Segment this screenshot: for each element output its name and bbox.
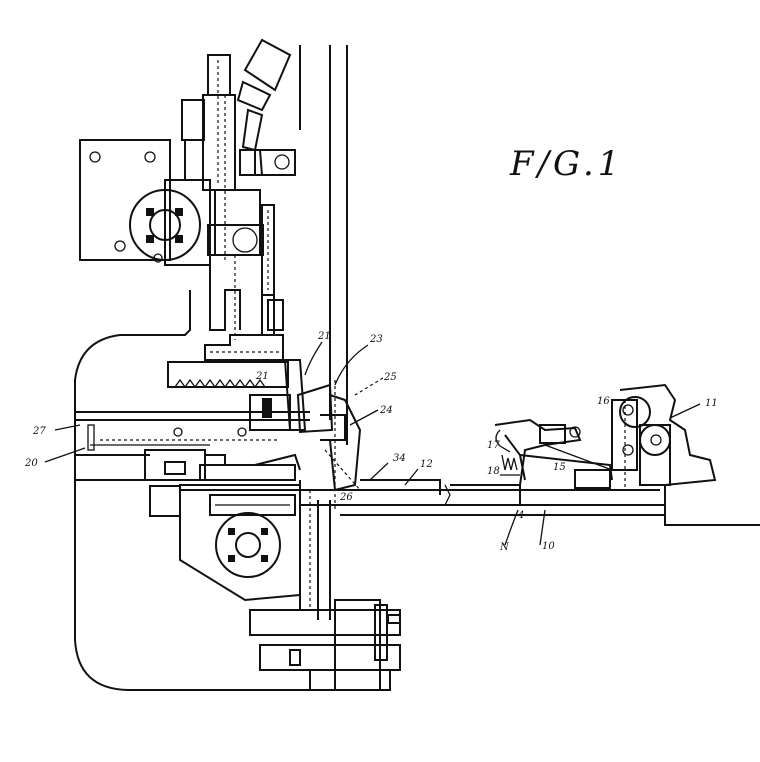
- horizontal-guide-rails: [75, 411, 310, 481]
- leader-lines: [44, 341, 701, 546]
- upper-cylinder-assembly: [181, 54, 264, 340]
- horizontal-bed: [180, 479, 665, 516]
- ref-18: 18: [487, 466, 500, 477]
- spring-element: [500, 454, 520, 476]
- figure-title: F/G.1: [509, 144, 623, 184]
- ref-17: 17: [487, 440, 500, 451]
- vertical-frame: [299, 45, 348, 445]
- ref-16: 16: [597, 396, 610, 407]
- ref-26: 26: [339, 492, 353, 503]
- angled-tool-holder: [236, 38, 296, 176]
- ref-11: 11: [705, 398, 718, 409]
- mid-slide-block: [144, 449, 301, 517]
- ref-23: 23: [369, 334, 383, 345]
- ref-4: 4: [517, 510, 524, 521]
- gripper-head: [249, 359, 362, 510]
- ref-25: 25: [383, 372, 397, 383]
- ref-15: 15: [553, 462, 566, 473]
- upper-rotary-hub: [129, 189, 201, 261]
- toothed-rack: [167, 361, 289, 389]
- ref-21b: 21: [255, 371, 269, 382]
- reference-numerals: 21 23 25 24 21 27 20 16 11 17 18 34 12 1…: [24, 331, 718, 553]
- machine-body: [74, 290, 300, 691]
- actuator-arm: [494, 418, 613, 489]
- upper-slide: [204, 204, 284, 361]
- ref-21a: 21: [317, 331, 331, 342]
- ref-N: N: [499, 542, 510, 553]
- ref-12: 12: [420, 459, 433, 470]
- ref-10: 10: [542, 541, 555, 552]
- ref-27: 27: [32, 426, 46, 437]
- ref-24: 24: [379, 405, 393, 416]
- right-machine-head: [611, 383, 760, 526]
- lower-clamp-assembly: [249, 480, 401, 691]
- ref-20: 20: [24, 458, 38, 469]
- ref-34: 34: [393, 453, 406, 464]
- lower-mounting-plate: [179, 484, 301, 602]
